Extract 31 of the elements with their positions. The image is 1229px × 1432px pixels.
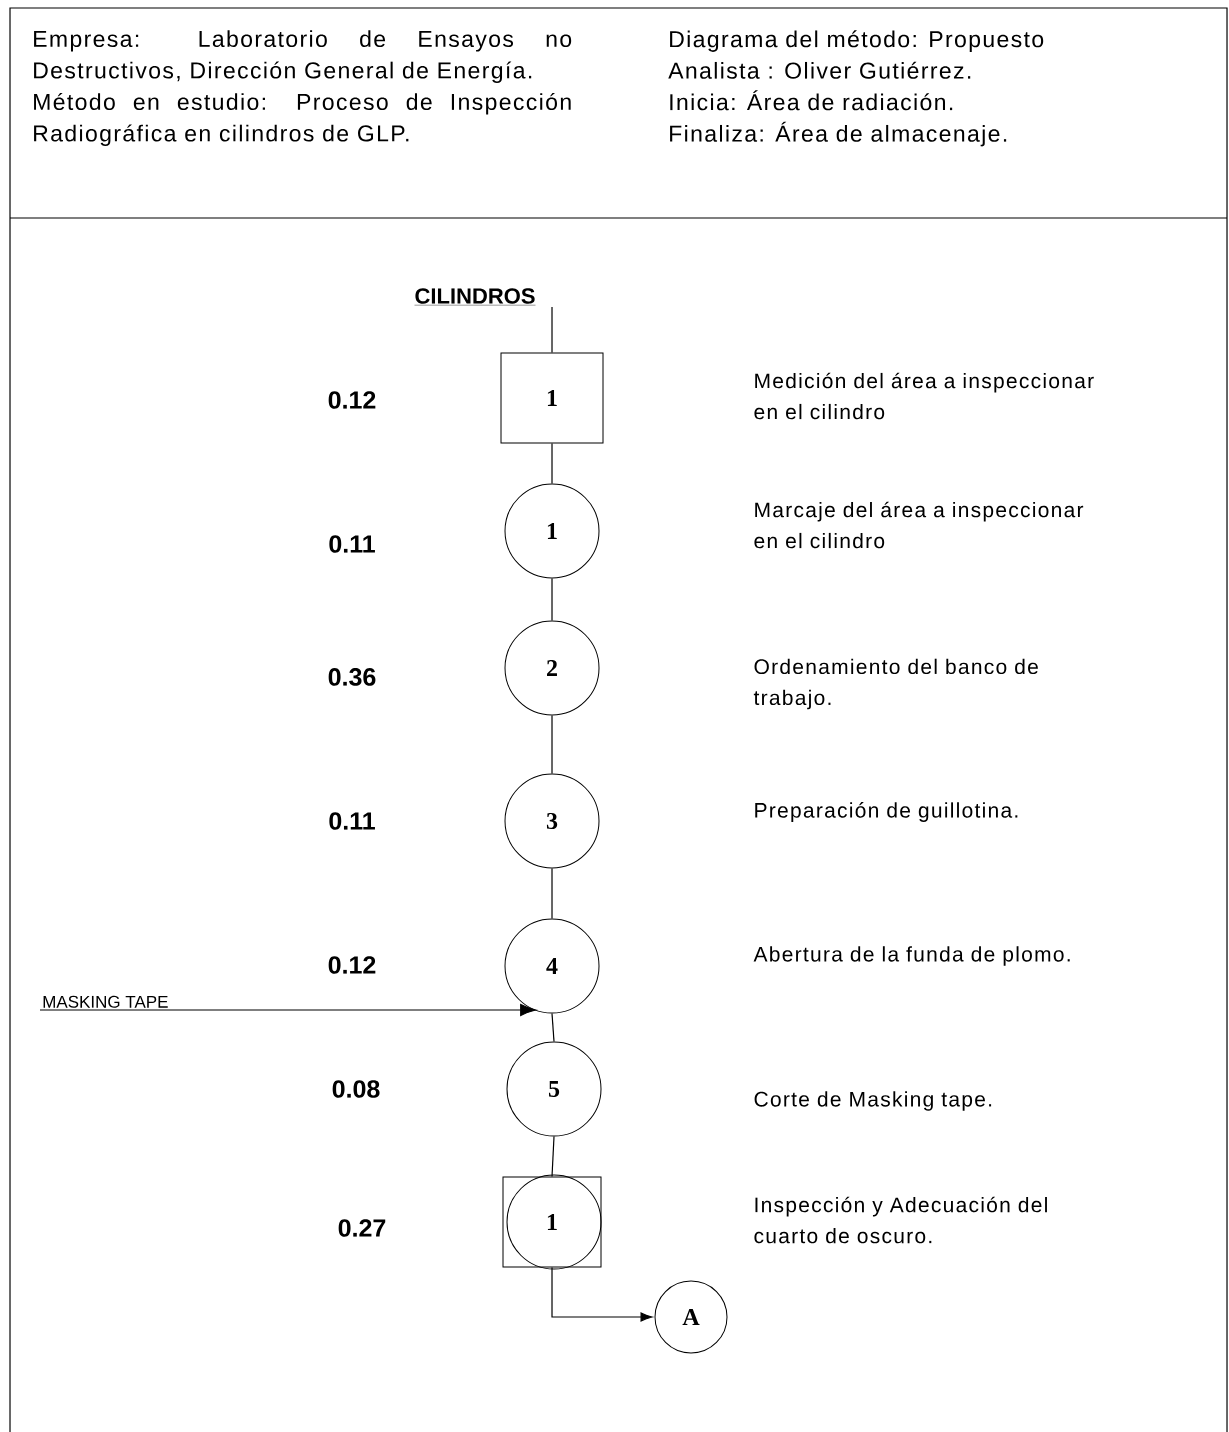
- connector-line: [551, 867, 553, 920]
- step-description: Inspección y Adecuación del cuarto de oscuro.: [754, 1196, 1047, 1244]
- time-value: 0.27: [338, 1219, 386, 1237]
- header-text: Diagrama del método: Propuesto: [670, 30, 1044, 52]
- header-text: Finaliza: Área de almacenaje.: [670, 121, 1007, 147]
- time-value: 0.11: [329, 535, 375, 553]
- start-label: CILINDROS: [414, 288, 536, 306]
- connector-line: [551, 306, 553, 354]
- connector-line: [551, 442, 553, 485]
- time-value: 0.12: [328, 391, 376, 409]
- time-value: 0.08: [332, 1080, 380, 1098]
- step-description: Abertura de la funda de plomo.: [753, 946, 1070, 966]
- step-description: Ordenamiento del banco de trabajo.: [753, 658, 1038, 710]
- connector-line: [551, 1012, 555, 1043]
- inspection-box: 1: [500, 352, 604, 444]
- connector-line: [551, 1135, 555, 1178]
- header-text: Inicia: Área de radiación.: [670, 90, 953, 111]
- header-text: Analista : Oliver Gutiérrez.: [668, 61, 971, 79]
- time-value: 0.11: [329, 812, 375, 830]
- arrow: [39, 1003, 537, 1017]
- step-description: Medición del área a inspeccionar en el cilindro: [754, 372, 1094, 420]
- header-text: Empresa: Laboratorio de Ensayos no Destructivos, Dirección General de Energía. Método en estudio: Proceso de Inspección Radiográfica en cilindros de GLP.: [34, 30, 572, 147]
- time-value: 0.12: [328, 956, 376, 974]
- time-value: 0.36: [328, 668, 376, 686]
- step-description: Corte de Masking tape.: [754, 1091, 992, 1111]
- step-description: Marcaje del área a inspeccionar en el cilindro: [754, 501, 1084, 549]
- arrow: [551, 1266, 653, 1322]
- step-description: Preparación de guillotina.: [755, 802, 1018, 822]
- input-label: MASKING TAPE: [43, 995, 168, 1008]
- connector-line: [551, 714, 553, 775]
- connector-line: [551, 577, 553, 622]
